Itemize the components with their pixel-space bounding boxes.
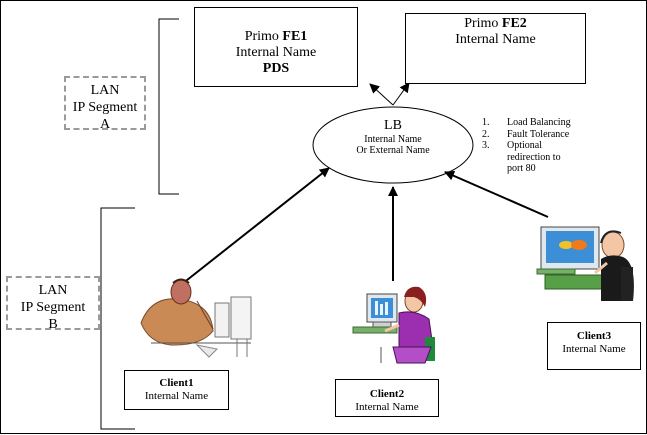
client2-internal-name: Internal Name — [355, 401, 419, 413]
lan-b-letter: B — [48, 317, 58, 330]
lb-title: LB — [384, 118, 402, 133]
fe1-prefix: Primo — [244, 29, 279, 44]
lan-b-label: LAN — [38, 283, 68, 298]
man-with-headset-at-computer-icon — [536, 226, 634, 301]
feature-text: Load Balancing — [507, 117, 571, 128]
feature-number: 1. — [482, 117, 490, 128]
client1-internal-name: Internal Name — [144, 390, 209, 402]
lb-feature-list: 1. Load Balancing 2. Fault Tolerance 3. … — [482, 117, 571, 175]
feature-item: 3. Optional redirection to port 80 — [482, 140, 571, 175]
load-balancer-label: LB Internal Name Or External Name — [313, 118, 473, 156]
client2-box: Client2 Internal Name — [335, 379, 439, 417]
client3-title: Client3 — [576, 330, 612, 342]
fe1-title: Primo FE1 — [195, 29, 357, 45]
lan-segment-a-box: LAN IP Segment A — [64, 76, 146, 130]
fe1-internal-name: Internal Name — [235, 45, 317, 60]
fe1-pds: PDS — [262, 61, 290, 76]
feature-text: Fault Tolerance — [507, 128, 570, 140]
feature-number: 3. — [482, 140, 490, 151]
primo-fe1-box: Primo FE1 Internal Name PDS — [194, 7, 358, 87]
lb-internal-name: Internal Name — [364, 134, 422, 145]
primo-fe2-box: Primo FE2 Internal Name — [405, 13, 586, 84]
client3-box: Client3 Internal Name — [547, 322, 641, 370]
lb-ellipse — [312, 106, 474, 184]
fe1-label: FE1 — [282, 29, 308, 44]
feature-text: Optional — [507, 140, 542, 151]
fe2-prefix: Primo — [464, 16, 499, 31]
feature-number: 2. — [482, 128, 490, 140]
segment-b-bracket — [100, 207, 135, 430]
lan-b-ip-segment: IP Segment — [20, 300, 86, 315]
lb-external-name: Or External Name — [356, 145, 430, 156]
lan-segment-b-box: LAN IP Segment B — [6, 276, 100, 330]
feature-text: port 80 — [507, 163, 536, 174]
fe2-label: FE2 — [501, 16, 527, 31]
client2-title: Client2 — [369, 388, 405, 400]
arrow-client3-to-lb — [444, 171, 549, 218]
arrow-client1-to-lb — [181, 167, 330, 285]
arrow-lb-to-fe1 — [369, 83, 394, 106]
person-at-desk-icon — [140, 278, 252, 358]
lan-a-label: LAN — [90, 83, 120, 98]
lan-a-letter: A — [99, 117, 111, 130]
fe2-title: Primo FE2 — [406, 16, 585, 32]
feature-text: redirection to — [507, 151, 561, 163]
arrow-lb-to-fe2 — [392, 82, 410, 106]
woman-at-computer-icon — [352, 286, 435, 364]
feature-item: 1. Load Balancing — [482, 117, 571, 129]
client1-box: Client1 Internal Name — [124, 370, 229, 410]
lan-a-ip-segment: IP Segment — [72, 100, 138, 115]
client3-internal-name: Internal Name — [562, 343, 626, 355]
segment-a-bracket — [158, 18, 179, 195]
feature-item: 2. Fault Tolerance — [482, 129, 571, 141]
client1-title: Client1 — [159, 377, 194, 389]
fe2-internal-name: Internal Name — [455, 32, 536, 47]
